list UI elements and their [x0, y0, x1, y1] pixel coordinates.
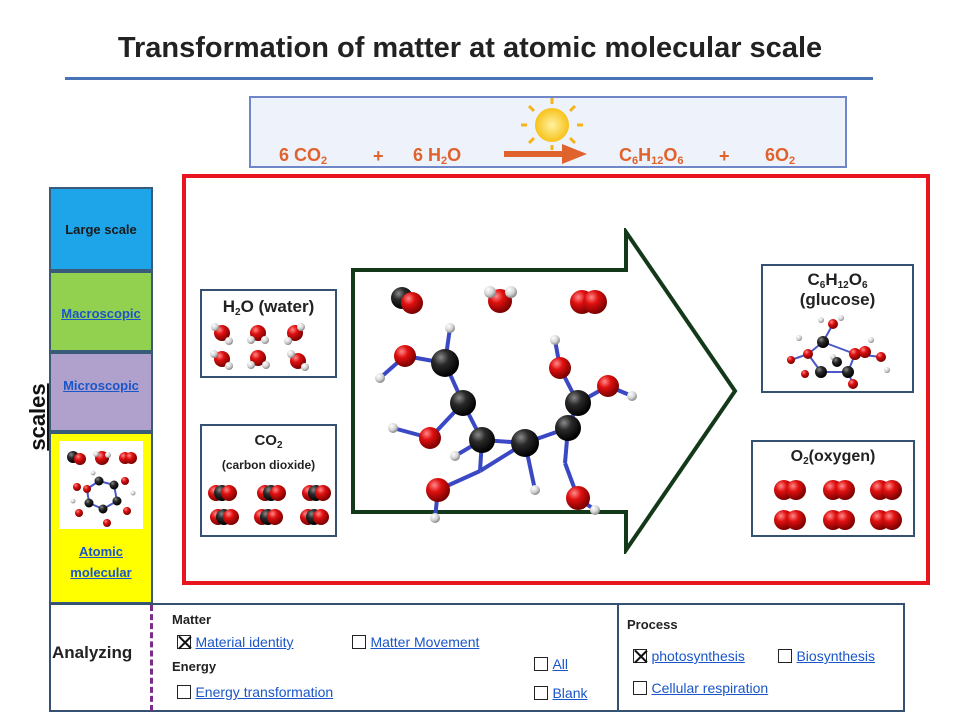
biosynthesis-option[interactable]: Biosynthesis — [778, 648, 875, 666]
scale-atomic-molecular[interactable]: Atomic molecular — [49, 432, 153, 604]
matter-movement-option[interactable]: Matter Movement — [352, 634, 479, 652]
transformation-frame — [182, 174, 930, 585]
matter-movement-link[interactable]: Matter Movement — [370, 634, 480, 650]
photosynthesis-equation: 6 CO2 + 6 H2O C6H12O6 + 6O2 — [279, 98, 795, 166]
water-molecules-image — [210, 323, 309, 371]
matter-movement-checkbox[interactable] — [352, 635, 366, 649]
glucose-thumbnail-image — [67, 451, 137, 527]
arrow-co2-molecule — [391, 287, 423, 314]
scale-large-label: Large scale — [65, 222, 137, 237]
material-identity-checkbox[interactable] — [177, 635, 191, 649]
scale-atomic-molecular-link[interactable]: Atomic molecular — [51, 541, 151, 583]
co2-label: CO2 — [254, 432, 283, 451]
cellular-respiration-link[interactable]: Cellular respiration — [651, 680, 769, 696]
glucose-description: (glucose) — [799, 290, 876, 309]
energy-transformation-link[interactable]: Energy transformation — [195, 684, 334, 700]
scale-macroscopic[interactable]: Macroscopic — [49, 271, 153, 352]
scales-label: scales — [25, 383, 50, 451]
svg-text:6 H2O: 6 H2O — [413, 145, 461, 166]
co2-molecule-box: CO2 (carbon dioxide) — [200, 424, 337, 537]
energy-transformation-option[interactable]: Energy transformation — [177, 684, 333, 702]
reaction-arrow — [504, 144, 587, 164]
oxygen-label: O2(oxygen) — [790, 448, 876, 467]
arrow-o2-molecule — [570, 290, 607, 314]
oxygen-molecules-image — [774, 480, 902, 530]
blank-option[interactable]: Blank — [534, 685, 587, 703]
svg-text:+: + — [373, 146, 384, 166]
molecular-text[interactable]: molecular — [70, 565, 132, 580]
transformation-arrow — [351, 228, 738, 554]
atomic-text[interactable]: Atomic — [78, 544, 124, 559]
all-link[interactable]: All — [552, 656, 569, 672]
title-underline — [65, 77, 873, 80]
scale-microscopic[interactable]: Microscopic — [49, 352, 153, 432]
photosynthesis-option[interactable]: photosynthesis — [633, 648, 745, 666]
sun-icon — [521, 98, 583, 150]
blank-link[interactable]: Blank — [552, 685, 588, 701]
glucose-thumbnail — [59, 441, 143, 529]
glucose-molecule-box: C6H12O6 (glucose) — [761, 264, 914, 393]
energy-transformation-checkbox[interactable] — [177, 685, 191, 699]
biosynthesis-link[interactable]: Biosynthesis — [796, 648, 876, 664]
water-label: H2O (water) — [222, 297, 315, 318]
analyzing-divider — [150, 605, 153, 711]
co2-description: (carbon dioxide) — [221, 458, 316, 472]
arrow-h2o-molecule — [484, 286, 517, 313]
arrow-glucose-molecule — [375, 323, 637, 523]
blank-checkbox[interactable] — [534, 686, 548, 700]
oxygen-molecule-box: O2(oxygen) — [751, 440, 915, 537]
material-identity-link[interactable]: Material identity — [195, 634, 294, 650]
svg-text:C6H12O6: C6H12O6 — [619, 145, 684, 166]
equation-banner: 6 CO2 + 6 H2O C6H12O6 + 6O2 — [249, 96, 847, 168]
analyzing-label: Analyzing — [52, 643, 133, 662]
cellular-respiration-option[interactable]: Cellular respiration — [633, 680, 768, 698]
svg-text:6 CO2: 6 CO2 — [279, 145, 327, 166]
scale-microscopic-link[interactable]: Microscopic — [63, 378, 139, 393]
photosynthesis-link[interactable]: photosynthesis — [651, 648, 745, 664]
energy-heading: Energy — [172, 659, 217, 674]
process-panel — [617, 603, 905, 712]
all-checkbox[interactable] — [534, 657, 548, 671]
svg-text:6O2: 6O2 — [765, 145, 795, 166]
process-heading: Process — [627, 617, 678, 632]
biosynthesis-checkbox[interactable] — [778, 649, 792, 663]
scale-macroscopic-link[interactable]: Macroscopic — [61, 306, 141, 321]
all-option[interactable]: All — [534, 656, 568, 674]
glucose-molecule-image — [787, 315, 890, 389]
glucose-formula: C6H12O6 — [807, 270, 868, 291]
cellular-respiration-checkbox[interactable] — [633, 681, 647, 695]
material-identity-option[interactable]: Material identity — [177, 634, 294, 652]
matter-heading: Matter — [172, 612, 212, 627]
photosynthesis-checkbox[interactable] — [633, 649, 647, 663]
svg-text:+: + — [719, 146, 730, 166]
page-title: Transformation of matter at atomic molec… — [117, 32, 823, 64]
water-molecule-box: H2O (water) — [200, 289, 337, 378]
scale-large[interactable]: Large scale — [49, 187, 153, 271]
co2-molecules-image — [208, 485, 331, 525]
